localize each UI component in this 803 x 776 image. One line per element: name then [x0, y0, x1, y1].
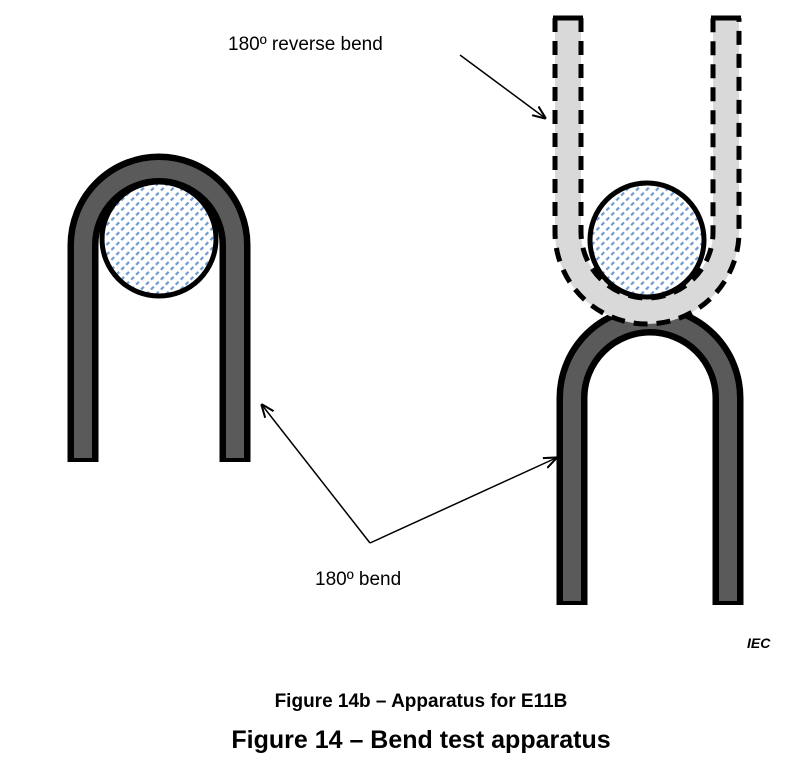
sub-figure-caption: Figure 14b – Apparatus for E11B	[275, 691, 568, 712]
bend-label: 180º bend	[315, 569, 401, 590]
bend-arrow-left	[262, 405, 371, 544]
reverse-bent-strip	[552, 15, 742, 327]
reverse-bend-arrow	[459, 54, 545, 118]
left-bent-strip	[67, 153, 251, 462]
right-mandrel	[587, 180, 707, 300]
figure-caption: Figure 14 – Bend test apparatus	[231, 726, 610, 754]
bend-arrow-right	[369, 458, 556, 544]
right-bent-strip	[556, 304, 744, 605]
iec-mark: IEC	[747, 635, 771, 651]
left-mandrel	[99, 179, 219, 299]
reverse-bend-label: 180º reverse bend	[228, 34, 383, 55]
